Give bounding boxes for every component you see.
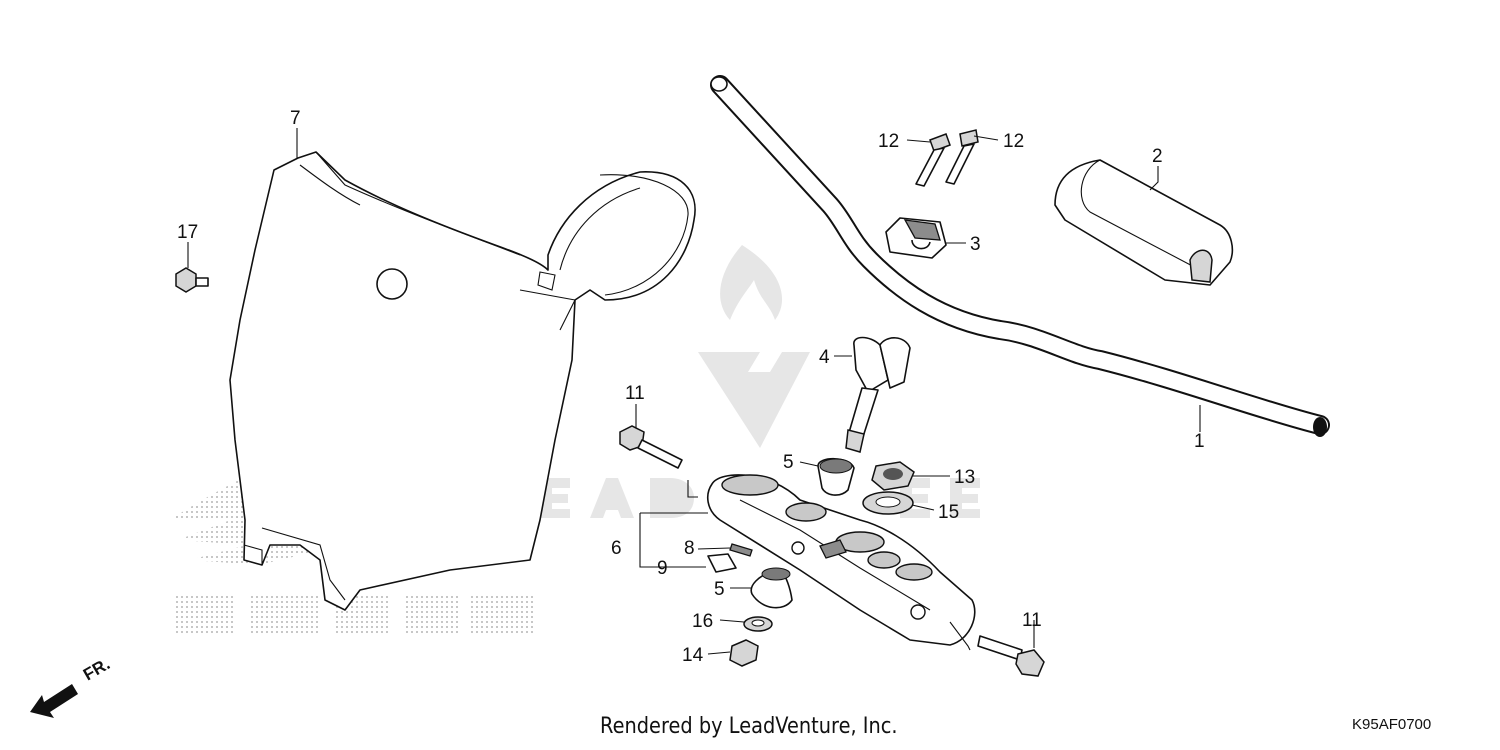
handlebar (710, 75, 1330, 437)
top-bridge (706, 474, 976, 646)
mount-9 (707, 553, 737, 573)
callout-11-left: 11 (625, 383, 645, 404)
front-arrow-icon (30, 684, 78, 718)
rubber-5-upper (817, 457, 855, 496)
callout-13: 13 (954, 467, 975, 488)
callout-5-lower: 5 (714, 579, 725, 600)
rubber-5-lower (750, 567, 793, 609)
handlebar-lower-holder (845, 336, 911, 453)
washer-15 (862, 491, 914, 515)
leader-lines (187, 128, 1201, 655)
callout-6: 6 (611, 538, 622, 559)
callout-14: 14 (682, 645, 704, 666)
handlebar-upper-holder (885, 217, 947, 259)
bolt-17 (175, 267, 209, 293)
nut-14 (729, 639, 759, 667)
callout-4: 4 (819, 347, 830, 368)
callout-9: 9 (657, 558, 668, 579)
number-plate (229, 151, 696, 611)
bolt-11-right (977, 635, 1045, 677)
callout-11-right: 11 (1022, 610, 1042, 631)
callout-12-left: 12 (878, 131, 899, 152)
callout-1: 1 (1194, 431, 1205, 452)
callout-8: 8 (684, 538, 695, 559)
callout-3: 3 (970, 234, 981, 255)
callout-7: 7 (290, 108, 301, 129)
callout-5-upper: 5 (783, 452, 794, 473)
handlebar-pad (1054, 159, 1234, 286)
callout-17: 17 (177, 222, 198, 243)
render-credit: Rendered by LeadVenture, Inc. (600, 714, 898, 739)
callout-16: 16 (692, 611, 713, 632)
callout-2: 2 (1152, 146, 1163, 167)
callout-15: 15 (938, 502, 959, 523)
callout-12-right: 12 (1003, 131, 1024, 152)
plate-8 (729, 543, 753, 557)
bolt-12-right (945, 129, 979, 185)
washer-16 (743, 616, 773, 632)
bolt-12-left (915, 133, 951, 187)
diagram-code: K95AF0700 (1352, 716, 1432, 733)
bolt-11-left (619, 425, 683, 469)
nut-13 (871, 461, 915, 491)
